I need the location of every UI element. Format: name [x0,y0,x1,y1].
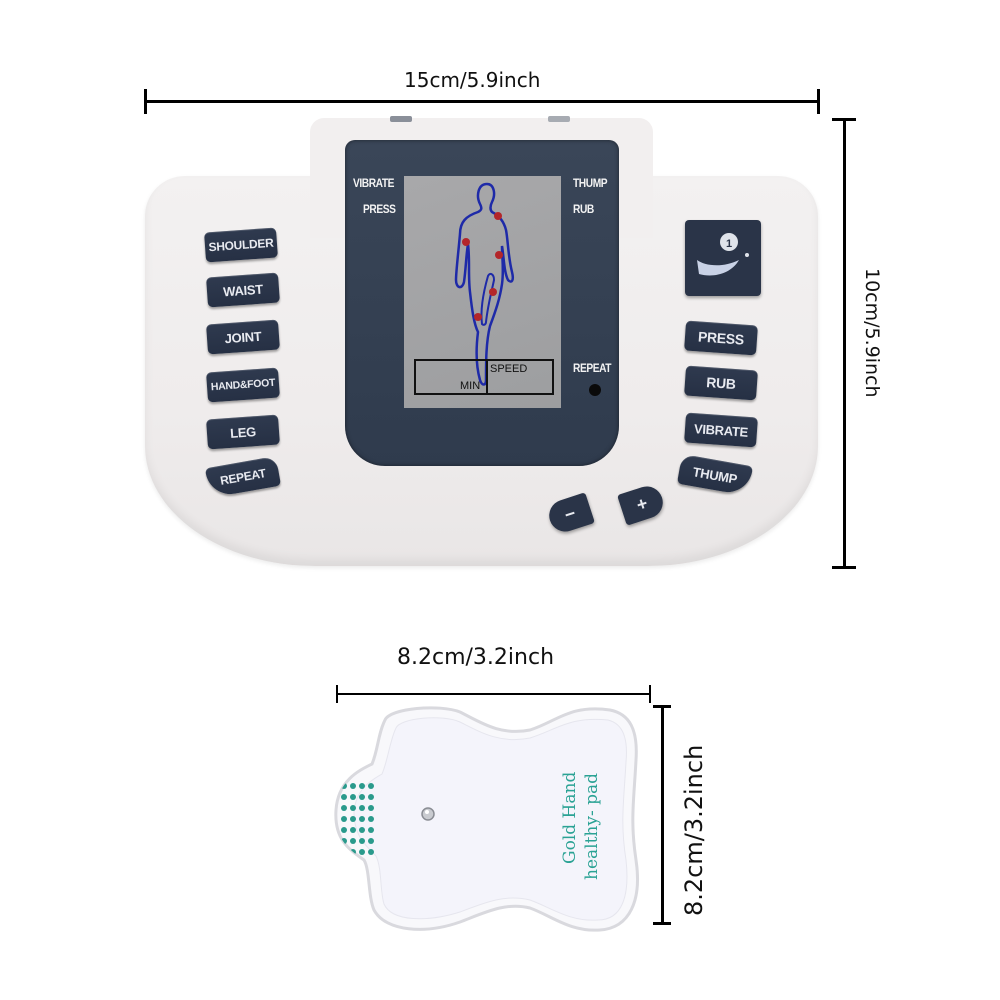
device-width-label: 15cm/5.9inch [404,68,541,92]
device-height-tick-top [832,118,856,121]
pad-height-tick-bottom [653,922,671,925]
waist-button[interactable]: WAIST [206,272,280,308]
massager-device: VIBRATE PRESS THUMP RUB REPEAT MIN S [145,116,818,568]
pad-width-line [337,693,651,695]
pad-brand-line1: Gold Hand [560,771,580,864]
pad-brand-line2: healthy- pad [582,772,602,880]
lcd-label-thump: THUMP [573,176,608,190]
vibrate-button[interactable]: VIBRATE [684,412,758,448]
electrode-pad: Gold Hand healthy- pad [330,700,660,940]
electrode-port-right [548,116,570,122]
timer-min-label: MIN [460,380,481,392]
repeat-indicator-dot [589,384,601,396]
device-height-line [843,119,846,569]
pad-width-tick-left [336,685,338,703]
pad-width-label: 8.2cm/3.2inch [397,645,555,670]
timer-speed-box: MIN SPEED [414,359,554,395]
lcd-label-vibrate: VIBRATE [353,176,395,190]
power-button[interactable]: 1 [685,220,761,296]
body-figure-icon [454,182,515,386]
lcd-label-press: PRESS [363,202,396,216]
press-button[interactable]: PRESS [684,320,758,356]
device-width-line [145,100,819,103]
pad-height-label: 8.2cm/3.2inch [680,744,708,916]
shoulder-button[interactable]: SHOULDER [204,227,278,263]
lcd-display: MIN SPEED [404,176,561,408]
speed-label: SPEED [490,363,528,375]
power-icon-number: 1 [726,238,732,250]
lcd-label-rub: RUB [573,202,594,216]
power-icon: 1 [697,233,749,276]
screen-frame: VIBRATE PRESS THUMP RUB REPEAT MIN S [345,140,619,466]
electrode-port-left [390,116,412,122]
pad-width-tick-right [649,685,651,703]
pad-height-tick-top [653,705,671,708]
device-width-tick-right [817,89,820,114]
electrode-pad-shape [334,706,639,932]
device-height-tick-bottom [832,566,856,569]
leg-button[interactable]: LEG [206,414,280,450]
rub-button[interactable]: RUB [684,365,758,401]
device-width-tick-left [144,89,147,114]
device-height-label: 10cm/5.9inch [861,268,883,398]
hand-and-foot-button[interactable]: HAND&FOOT [206,367,280,403]
snap-connector-icon [421,807,435,821]
joint-button[interactable]: JOINT [206,319,280,355]
timer-speed-divider [486,361,488,393]
pad-height-line [661,706,664,924]
lcd-label-repeat: REPEAT [573,361,612,375]
